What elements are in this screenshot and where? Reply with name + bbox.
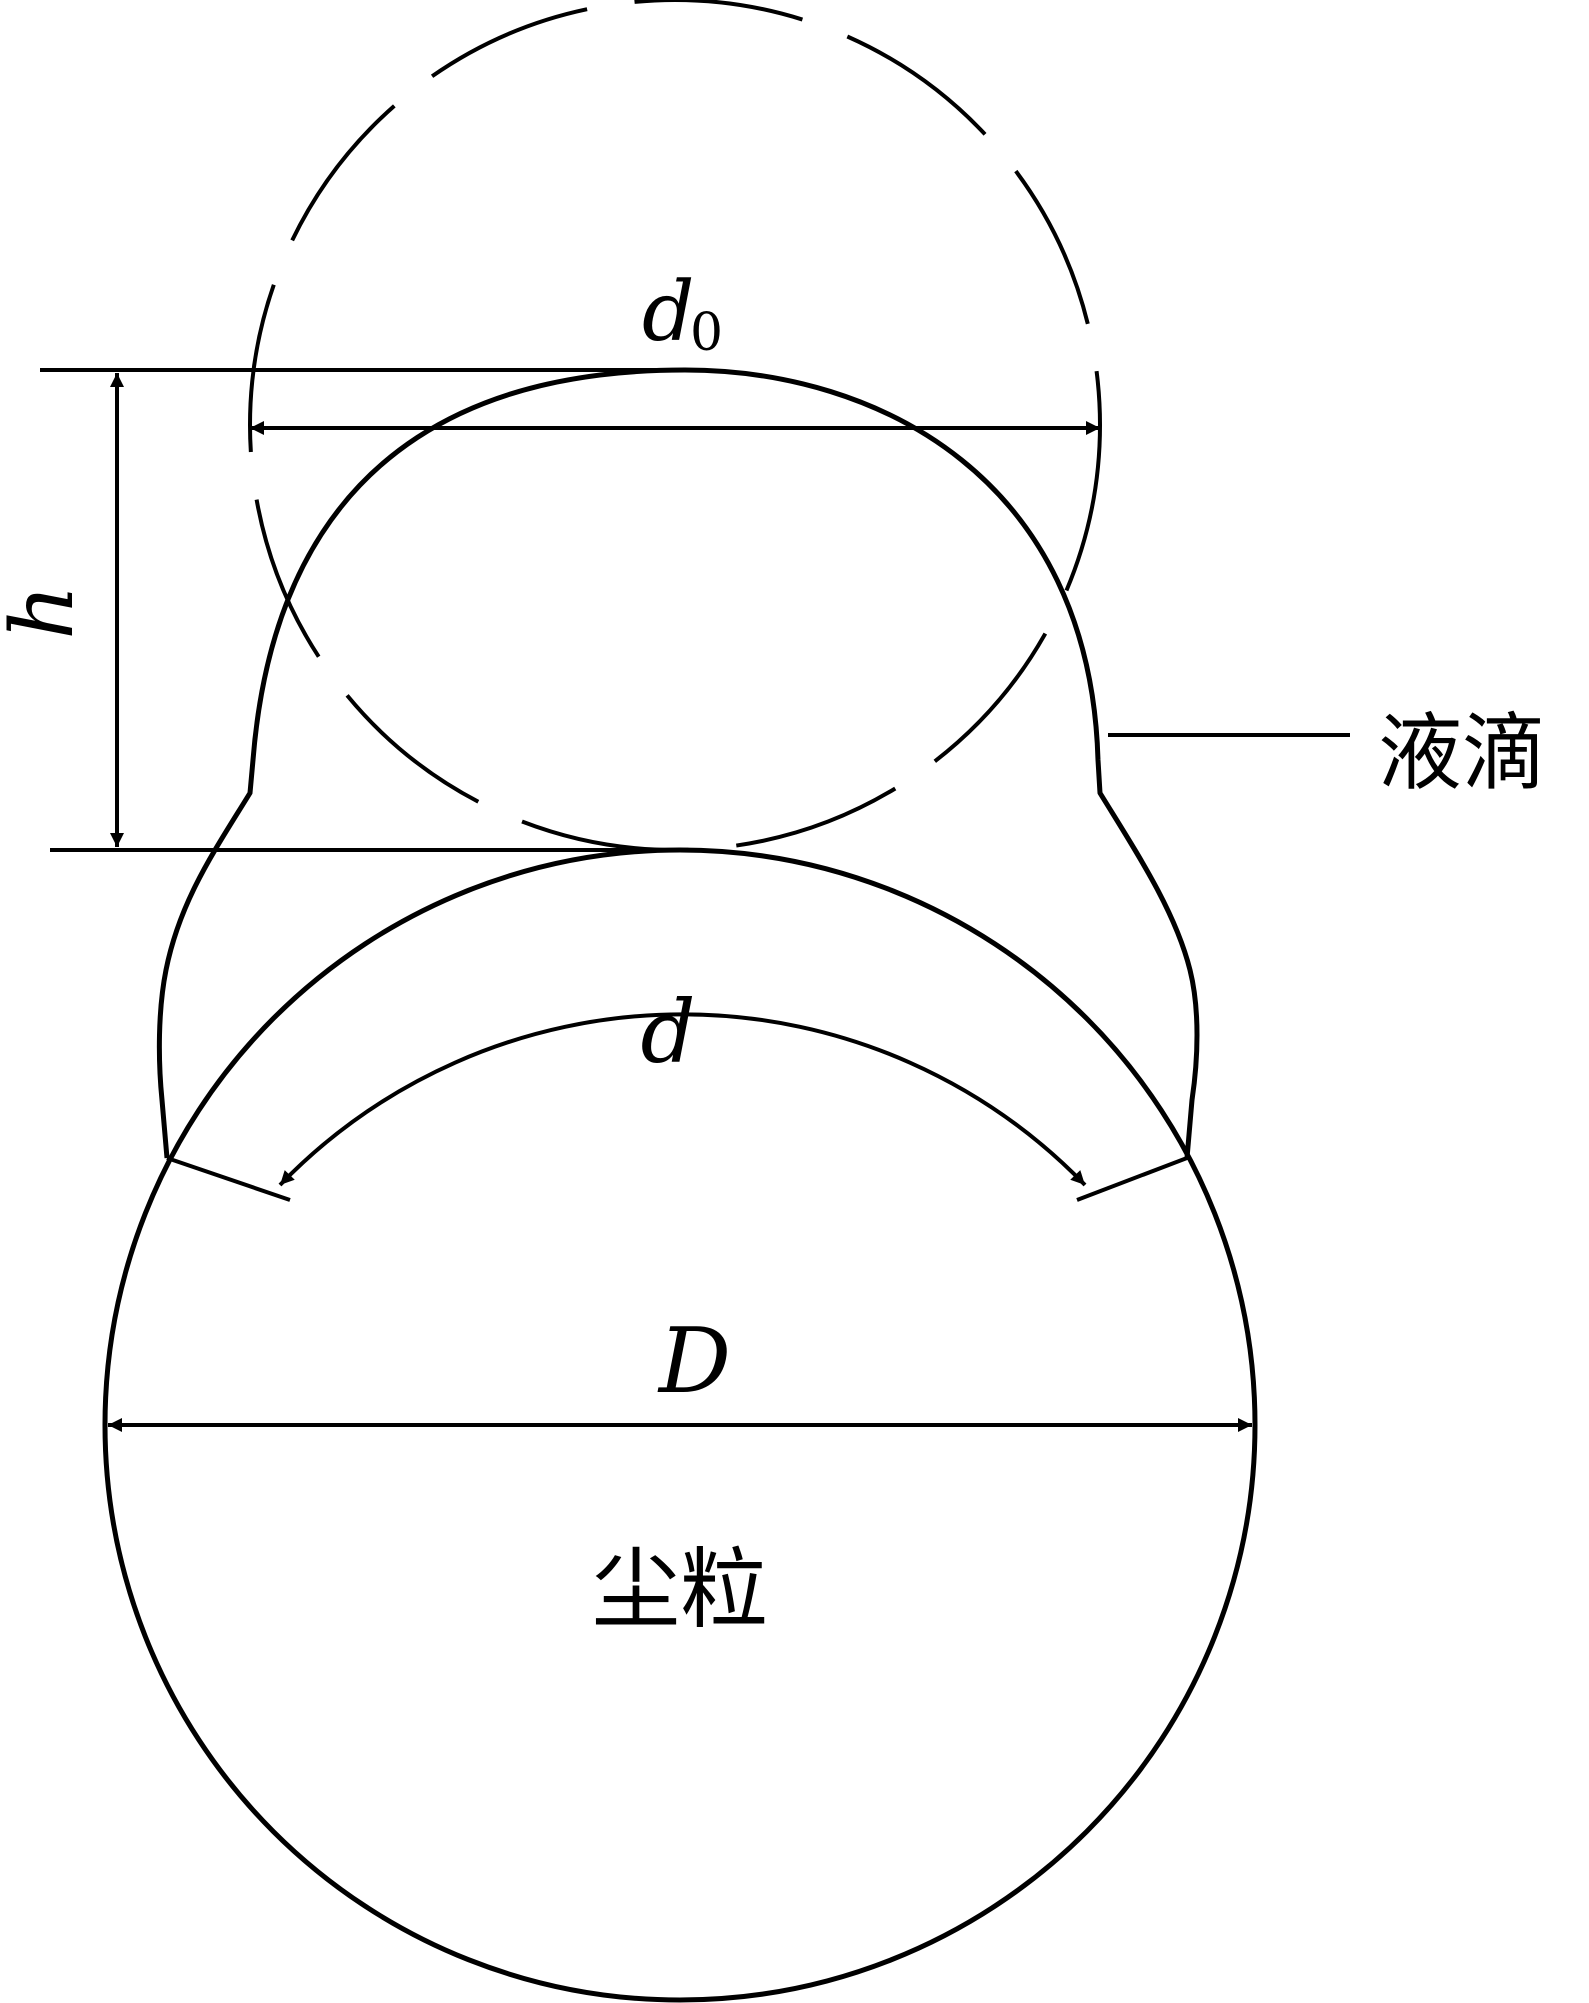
label-h: h bbox=[0, 584, 93, 639]
label-D: D bbox=[657, 1309, 731, 1414]
contact-tick-right bbox=[1076, 1156, 1188, 1202]
label-particle: 尘粒 bbox=[592, 1538, 768, 1641]
label-droplet: 液滴 bbox=[1378, 704, 1546, 802]
label-d0-subscript: 0 bbox=[690, 303, 723, 363]
original-droplet-dashed-circle bbox=[248, 0, 1102, 852]
d-arc-dimension-arrow bbox=[278, 1012, 1087, 1187]
contact-tick-left bbox=[166, 1156, 291, 1202]
label-d: d bbox=[640, 983, 695, 1083]
label-d0: d bbox=[642, 265, 695, 360]
